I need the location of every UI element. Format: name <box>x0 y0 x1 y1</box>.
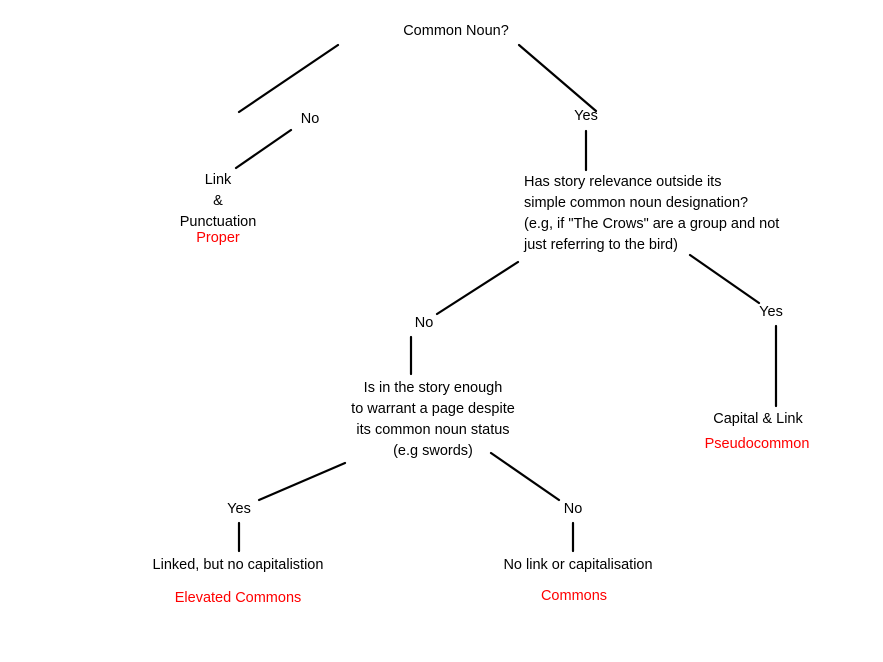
warrant-question-line-4: (e.g swords) <box>393 443 473 459</box>
edge-label-relevance-yes: Yes <box>759 304 783 320</box>
edge-label-root-no: No <box>300 111 320 127</box>
relevance-question-line-1: Has story relevance outside its <box>524 174 722 190</box>
outcome-elevated-commons: Elevated Commons <box>175 588 302 609</box>
proper-line-1: Link <box>204 172 232 188</box>
edge-label-root-yes: Yes <box>574 108 598 124</box>
edge-relevance-to-no <box>435 260 520 316</box>
edge-warrant-to-yes <box>257 461 347 502</box>
outcome-proper: Proper <box>196 228 240 249</box>
outcome-elevated-commons-label: Elevated Commons <box>174 590 302 606</box>
edge-relevance-to-yes <box>688 253 761 305</box>
relevance-question-line-4: just referring to the bird) <box>524 237 678 253</box>
edge-label-relevance-no: No <box>414 315 434 331</box>
node-relevance-question: Has story relevance outside its simple c… <box>524 172 779 256</box>
node-warrant-question: Is in the story enough to warrant a page… <box>351 378 515 462</box>
elevated-commons-label: Linked, but no capitalistion <box>152 557 324 573</box>
node-elevated-commons: Linked, but no capitalistion <box>153 555 324 576</box>
node-pseudocommon: Capital & Link <box>713 409 802 430</box>
node-root-question: Common Noun? <box>403 21 509 42</box>
outcome-pseudocommon-label: Pseudocommon <box>704 436 810 452</box>
node-commons: No link or capitalisation <box>503 555 652 576</box>
edge-label-warrant-yes: Yes <box>227 501 251 517</box>
relevance-question-line-3: (e.g, if "The Crows" are a group and not <box>524 216 780 232</box>
root-question-text: Common Noun? <box>403 23 509 39</box>
proper-line-3: Punctuation <box>179 214 257 230</box>
outcome-commons: Commons <box>541 586 607 607</box>
outcome-pseudocommon: Pseudocommon <box>705 434 810 455</box>
commons-label: No link or capitalisation <box>503 557 653 573</box>
edge-root-to-yes <box>517 43 598 113</box>
outcome-proper-label: Proper <box>196 230 240 246</box>
relevance-question-line-2: simple common noun designation? <box>524 195 749 211</box>
proper-line-2: & <box>213 193 223 209</box>
node-proper: Link & Punctuation <box>180 170 257 233</box>
outcome-commons-label: Commons <box>540 588 608 604</box>
pseudocommon-label: Capital & Link <box>713 411 803 427</box>
warrant-question-line-1: Is in the story enough <box>363 380 503 396</box>
warrant-question-line-3: its common noun status <box>356 422 510 438</box>
warrant-question-line-2: to warrant a page despite <box>351 401 515 417</box>
edge-no-to-proper <box>234 128 293 170</box>
edge-label-warrant-no: No <box>563 501 583 517</box>
edge-root-to-no <box>237 43 340 114</box>
